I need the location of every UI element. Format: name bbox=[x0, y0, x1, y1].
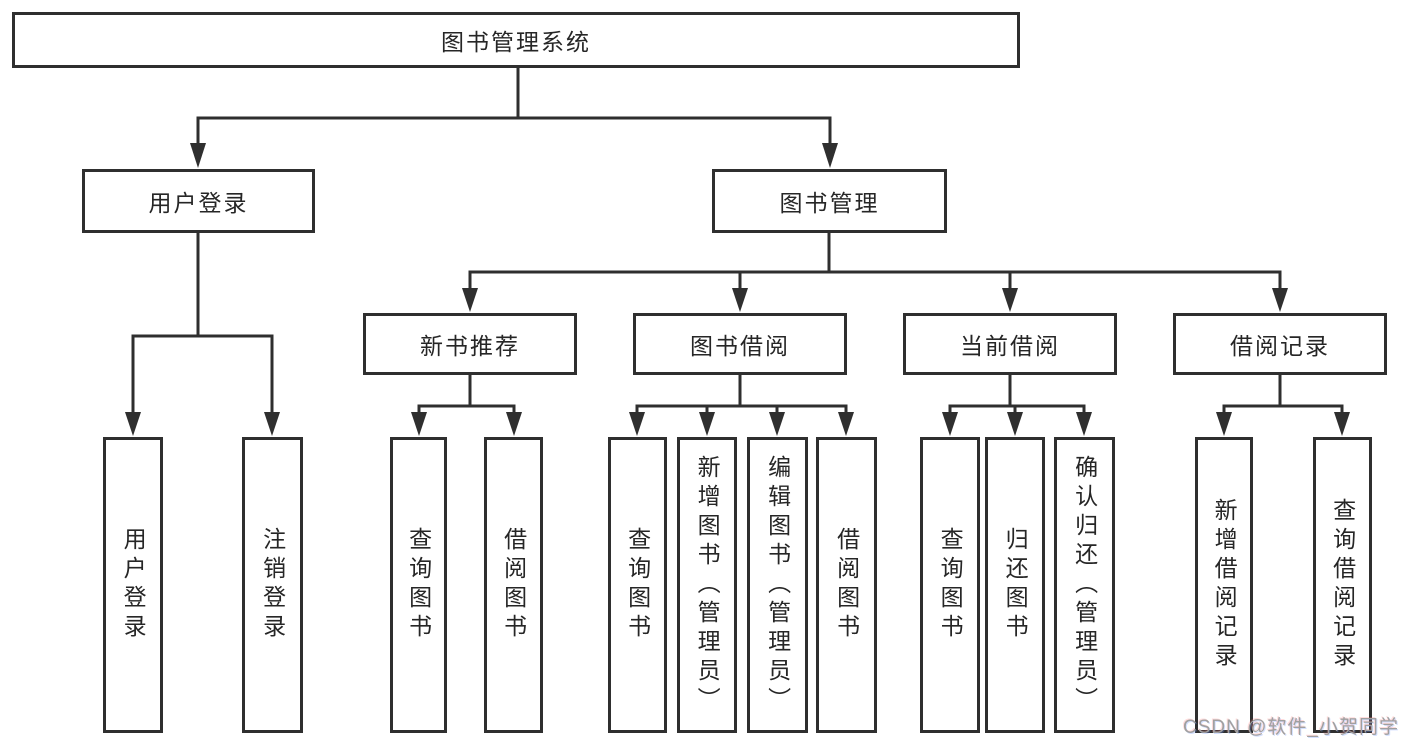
leaf-confirm-return-admin: 确认归还（管理员） bbox=[1054, 437, 1115, 733]
arrowhead-new-book bbox=[462, 288, 478, 312]
leaf-add-book-admin: 新增图书（管理员） bbox=[677, 437, 737, 733]
node-book-borrow: 图书借阅 bbox=[633, 313, 847, 375]
arrowhead-borrow-records bbox=[1272, 288, 1288, 312]
leaf-query-book-3-label: 查询图书 bbox=[937, 527, 964, 643]
connector-book-management-children bbox=[468, 233, 1282, 290]
arrowhead-user-login bbox=[190, 143, 206, 168]
leaf-query-book-2-label: 查询图书 bbox=[624, 527, 651, 643]
node-current-borrow-label: 当前借阅 bbox=[960, 333, 1060, 359]
node-borrow-records-label: 借阅记录 bbox=[1230, 333, 1330, 359]
node-user-login-label: 用户登录 bbox=[148, 190, 249, 216]
arrowhead-g3-leaf1 bbox=[629, 412, 645, 436]
leaf-edit-book-admin: 编辑图书（管理员） bbox=[747, 437, 808, 733]
leaf-query-book-1: 查询图书 bbox=[390, 437, 447, 733]
leaf-add-borrow-record: 新增借阅记录 bbox=[1195, 437, 1253, 733]
arrowhead-leaf-logout bbox=[264, 412, 280, 436]
leaf-query-borrow-record: 查询借阅记录 bbox=[1313, 437, 1372, 733]
connector-user-login-children bbox=[131, 233, 274, 414]
node-borrow-records: 借阅记录 bbox=[1173, 313, 1387, 375]
arrowhead-book-management bbox=[822, 143, 838, 168]
node-user-login: 用户登录 bbox=[82, 169, 315, 233]
connector-new-book-children bbox=[417, 375, 516, 414]
leaf-query-book-3: 查询图书 bbox=[920, 437, 980, 733]
arrowhead-leaf-user-login bbox=[125, 412, 141, 436]
arrowhead-g5-leaf2 bbox=[1334, 412, 1350, 436]
node-book-borrow-label: 图书借阅 bbox=[690, 333, 790, 359]
arrowhead-book-borrow bbox=[732, 288, 748, 312]
leaf-query-book-2: 查询图书 bbox=[608, 437, 667, 733]
leaf-return-book: 归还图书 bbox=[985, 437, 1045, 733]
leaf-return-book-label: 归还图书 bbox=[1002, 527, 1029, 643]
node-book-management: 图书管理 bbox=[712, 169, 947, 233]
arrowhead-g4-leaf2 bbox=[1007, 412, 1023, 436]
leaf-borrow-book-1: 借阅图书 bbox=[484, 437, 543, 733]
arrowhead-g4-leaf1 bbox=[942, 412, 958, 436]
leaf-add-book-admin-label: 新增图书（管理员） bbox=[694, 454, 721, 716]
arrowhead-g3-leaf4 bbox=[838, 412, 854, 436]
leaf-edit-book-admin-label: 编辑图书（管理员） bbox=[764, 454, 791, 716]
connector-root-to-level2 bbox=[196, 68, 832, 145]
arrowhead-g4-leaf3 bbox=[1076, 412, 1092, 436]
arrowhead-g2-leaf1 bbox=[411, 412, 427, 436]
leaf-logout: 注销登录 bbox=[242, 437, 303, 733]
leaf-query-book-1-label: 查询图书 bbox=[405, 527, 432, 643]
leaf-logout-label: 注销登录 bbox=[259, 527, 286, 643]
leaf-borrow-book-2: 借阅图书 bbox=[816, 437, 877, 733]
leaf-query-borrow-record-label: 查询借阅记录 bbox=[1329, 498, 1356, 672]
leaf-user-login-label: 用户登录 bbox=[120, 527, 147, 643]
node-book-management-label: 图书管理 bbox=[779, 190, 880, 216]
node-new-book-recommend-label: 新书推荐 bbox=[420, 333, 520, 359]
node-current-borrow: 当前借阅 bbox=[903, 313, 1117, 375]
arrowhead-g3-leaf2 bbox=[699, 412, 715, 436]
leaf-add-borrow-record-label: 新增借阅记录 bbox=[1211, 498, 1238, 672]
connector-borrow-records-children bbox=[1222, 375, 1344, 414]
node-root-library-system: 图书管理系统 bbox=[12, 12, 1020, 68]
node-new-book-recommend: 新书推荐 bbox=[363, 313, 577, 375]
connector-book-borrow-children bbox=[635, 375, 848, 414]
arrowhead-current-borrow bbox=[1002, 288, 1018, 312]
arrowhead-g2-leaf2 bbox=[506, 412, 522, 436]
csdn-watermark: CSDN @软件_小贺同学 bbox=[1183, 717, 1399, 738]
node-root-label: 图书管理系统 bbox=[441, 29, 591, 55]
leaf-borrow-book-1-label: 借阅图书 bbox=[500, 527, 527, 643]
arrowhead-g3-leaf3 bbox=[769, 412, 785, 436]
connector-current-borrow-children bbox=[948, 375, 1086, 414]
arrowhead-g5-leaf1 bbox=[1216, 412, 1232, 436]
leaf-confirm-return-admin-label: 确认归还（管理员） bbox=[1071, 454, 1098, 716]
leaf-borrow-book-2-label: 借阅图书 bbox=[833, 527, 860, 643]
leaf-user-login: 用户登录 bbox=[103, 437, 163, 733]
